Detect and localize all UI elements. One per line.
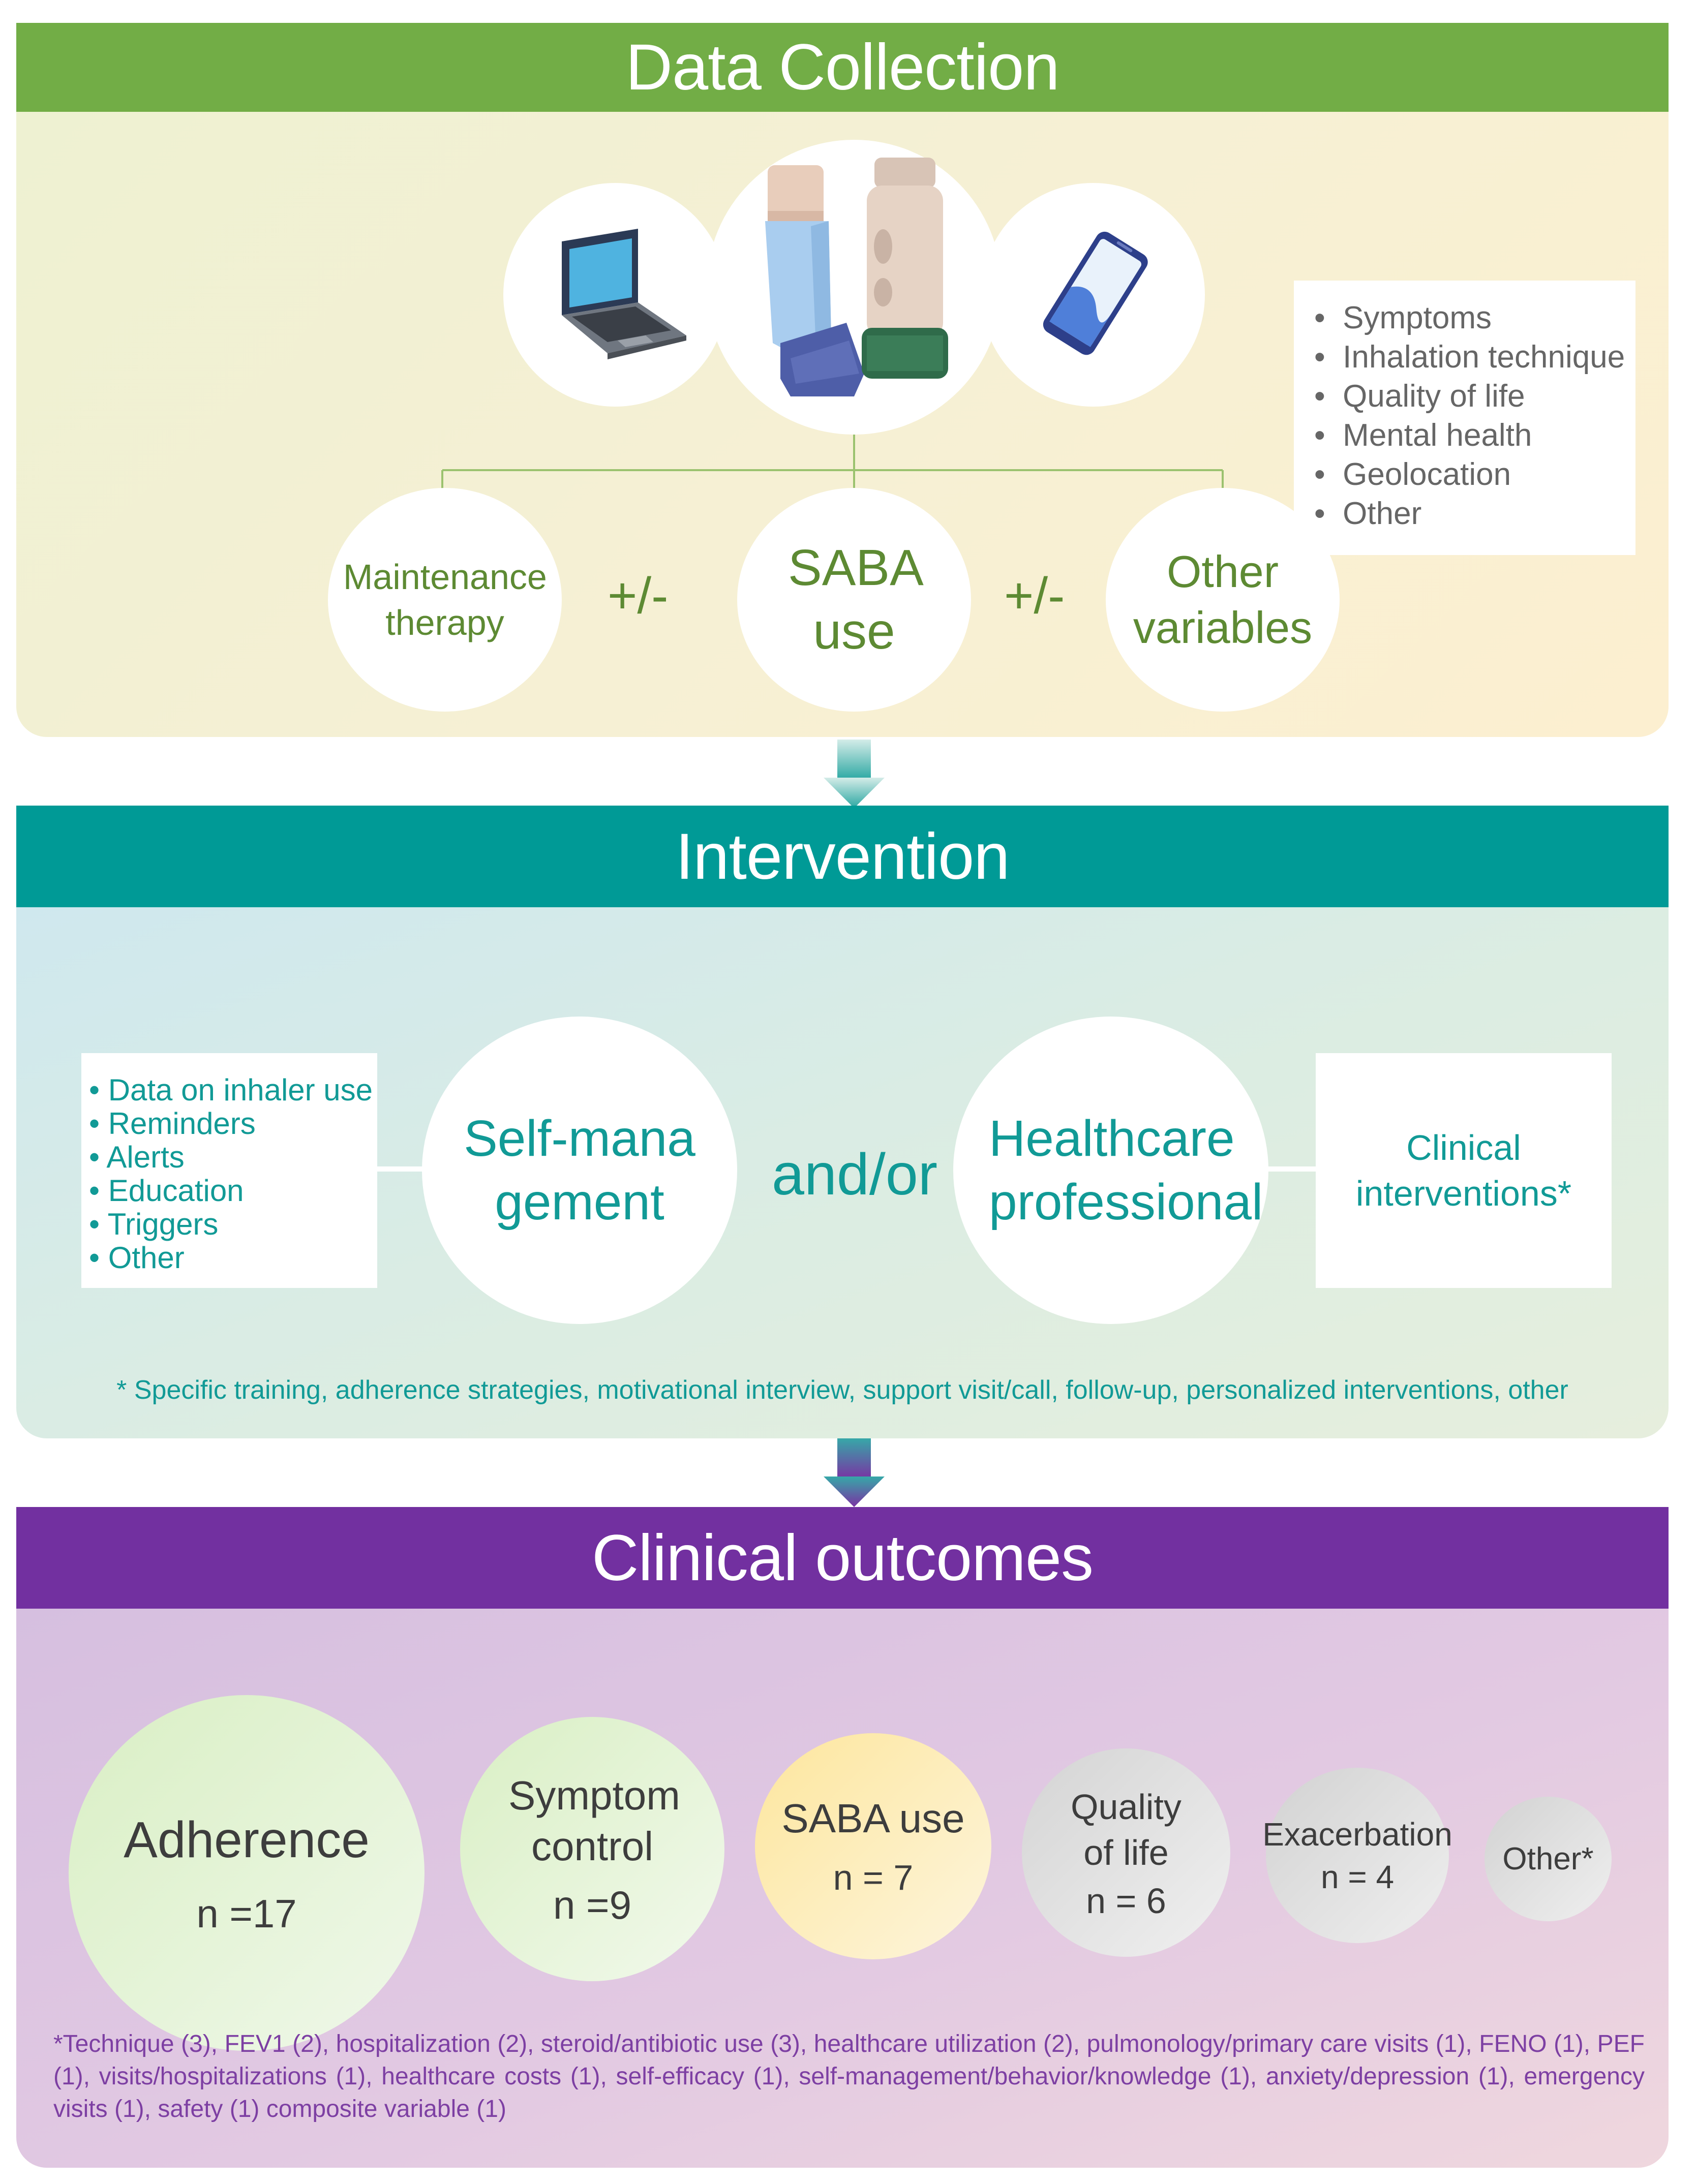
outcome-count: n = 4 <box>1320 1858 1395 1895</box>
outcome-other: Other* <box>1484 1797 1612 1921</box>
laptop-circle <box>503 183 727 407</box>
outcome-count: n = 6 <box>1086 1881 1166 1921</box>
intervention-header: Intervention <box>16 806 1669 907</box>
other-variables-list-box: • Symptoms • Inhalation technique • Qual… <box>1294 281 1635 555</box>
outcome-adherence: Adherence n =17 <box>69 1695 425 2051</box>
intervention-list-box: • Data on inhaler use • Reminders • Aler… <box>81 1053 377 1288</box>
list-item: • Mental health <box>1314 418 1532 453</box>
list-item: • Education <box>89 1174 244 1208</box>
list-item: • Other <box>1314 496 1422 531</box>
list-item: • Triggers <box>89 1207 219 1241</box>
data-collection-connector <box>441 435 1224 490</box>
intervention-list: • Data on inhaler use • Reminders • Aler… <box>89 1073 373 1275</box>
outcome-count: n =9 <box>553 1882 631 1927</box>
down-arrow-1 <box>824 740 885 808</box>
inhaler-circle <box>707 140 1002 435</box>
healthcare-professional-label: Healthcare professional <box>989 1110 1263 1231</box>
outcome-count: n = 7 <box>833 1857 914 1897</box>
list-item: • Geolocation <box>1314 457 1511 492</box>
and-or-label: and/or <box>772 1142 938 1207</box>
down-arrow-2 <box>824 1438 885 1507</box>
data-collection-header: Data Collection <box>16 23 1669 112</box>
outcome-exacerbation: Exacerbation n = 4 <box>1262 1768 1452 1943</box>
list-item: • Inhalation technique <box>1314 340 1625 375</box>
outcome-label: Adherence <box>124 1811 370 1868</box>
self-management-node: Self-management <box>422 1017 737 1324</box>
healthcare-professional-node: Healthcare professional <box>953 1017 1268 1324</box>
saba-use-node: SABA use <box>737 488 971 712</box>
laptop-icon <box>562 229 686 359</box>
plus-minus-1: +/- <box>608 567 669 624</box>
other-variables-label: Other variables <box>1133 546 1313 653</box>
smartphone-icon <box>1043 231 1148 355</box>
maintenance-therapy-node: Maintenance therapy <box>328 488 562 712</box>
list-item: • Symptoms <box>1314 300 1492 335</box>
outcome-label: Exacerbation <box>1262 1816 1452 1853</box>
saba-use-label: SABA use <box>788 539 924 660</box>
other-variables-list: • Symptoms • Inhalation technique • Qual… <box>1314 298 1625 533</box>
outcome-label: SABA use <box>781 1795 965 1841</box>
plus-minus-2: +/- <box>1004 567 1065 624</box>
clinical-outcomes-header: Clinical outcomes <box>16 1507 1669 1609</box>
clinical-outcomes-footnote: *Technique (3), FEV1 (2), hospitalizatio… <box>53 2031 1645 2123</box>
outcome-label: Symptom control <box>508 1772 680 1869</box>
outcome-quality-of-life: Quality of life n = 6 <box>1022 1748 1230 1957</box>
outcome-label: Other* <box>1502 1841 1594 1877</box>
outcome-symptom-control: Symptom control n =9 <box>460 1717 724 1981</box>
clinical-interventions-label: Clinical interventions* <box>1355 1128 1572 1213</box>
clinical-outcomes-title: Clinical outcomes <box>591 1521 1094 1594</box>
outcome-saba-use: SABA use n = 7 <box>755 1733 991 1959</box>
outcome-label: Quality of life <box>1071 1787 1181 1872</box>
list-item: • Alerts <box>89 1140 185 1174</box>
inhaler-icon <box>765 158 948 396</box>
maintenance-therapy-label: Maintenance therapy <box>343 557 547 642</box>
list-item: • Quality of life <box>1314 379 1525 414</box>
list-item: • Other <box>89 1241 185 1275</box>
list-item: • Reminders <box>89 1106 256 1141</box>
intervention-title: Intervention <box>675 820 1010 893</box>
list-item: • Data on inhaler use <box>89 1073 373 1107</box>
self-management-label: Self-management <box>464 1110 695 1231</box>
clinical-interventions-box: Clinical interventions* <box>1316 1053 1612 1288</box>
smartphone-circle <box>981 183 1205 407</box>
intervention-footnote: * Specific training, adherence strategie… <box>116 1375 1568 1405</box>
data-collection-title: Data Collection <box>625 31 1060 104</box>
outcome-count: n =17 <box>196 1891 297 1936</box>
